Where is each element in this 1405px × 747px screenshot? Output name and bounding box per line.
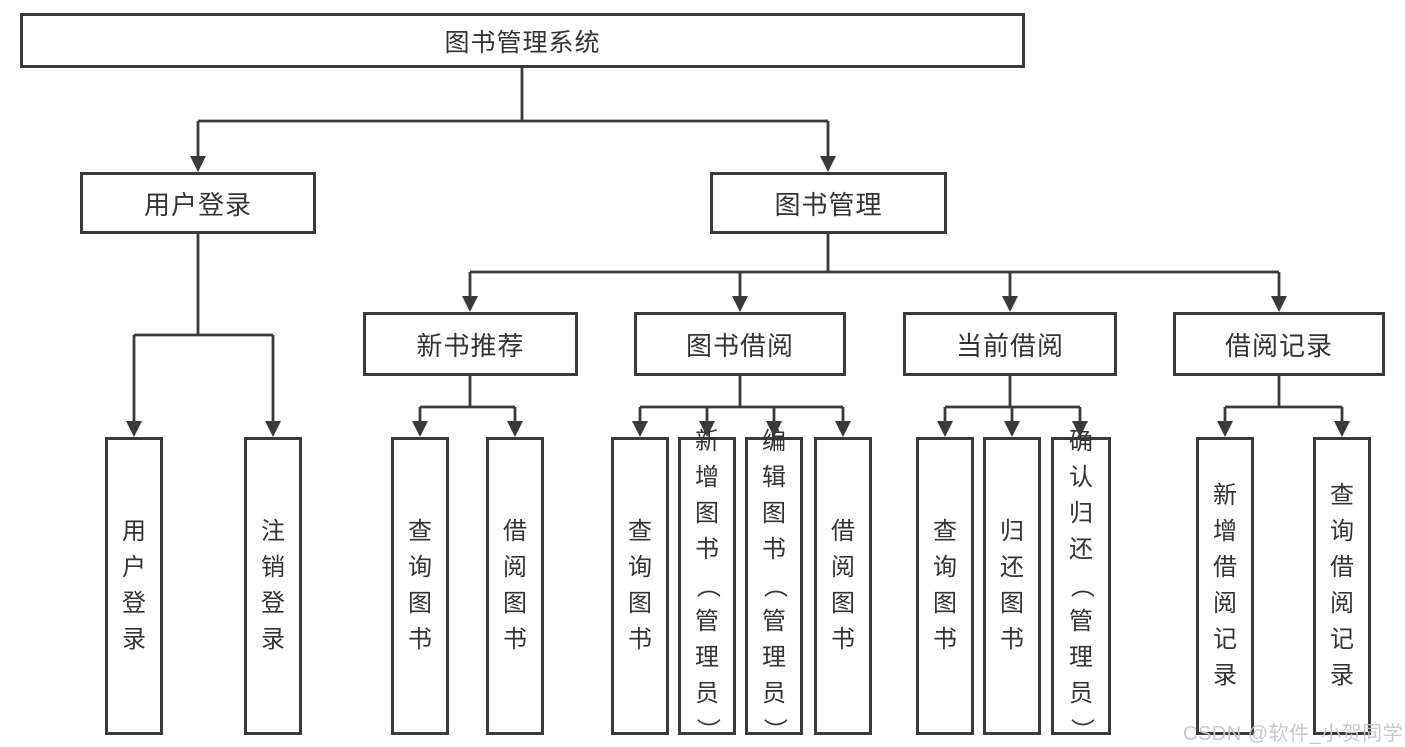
node-current-borrowing: 当前借阅: [903, 312, 1117, 376]
leaf-edit-book-admin: 编辑图书（管理员）: [745, 429, 803, 742]
connector-newbook-to-leaves: [418, 376, 517, 423]
node-book-management: 图书管理: [710, 172, 947, 234]
connector-records-to-leaves: [1223, 376, 1344, 423]
connector-bookborrow-to-leaves: [638, 376, 845, 423]
node-library-system: 图书管理系统: [20, 13, 1025, 68]
csdn-watermark: CSDN @软件_小贺同学: [1183, 723, 1404, 745]
leaf-add-borrow-record: 新增借阅记录: [1196, 437, 1254, 735]
leaf-query-books-current: 查询图书: [916, 437, 974, 735]
connector-root-to-level2: [196, 68, 830, 158]
leaf-query-borrow-record: 查询借阅记录: [1313, 437, 1371, 735]
leaf-query-books-borrowing: 查询图书: [611, 437, 669, 735]
leaf-user-login: 用户登录: [105, 437, 163, 735]
arrowhead-icons: [126, 156, 1350, 437]
leaf-logout: 注销登录: [244, 437, 302, 735]
node-borrowing-records: 借阅记录: [1173, 312, 1385, 376]
node-user-login: 用户登录: [80, 172, 316, 234]
leaf-confirm-return-admin: 确认归还（管理员）: [1051, 429, 1111, 742]
node-new-book-recommendation: 新书推荐: [363, 312, 578, 376]
connector-lines: [132, 68, 1344, 423]
leaf-borrow-books-recommend: 借阅图书: [486, 437, 544, 735]
leaf-borrow-books: 借阅图书: [814, 437, 872, 735]
connector-userlogin-to-leaves: [132, 234, 275, 423]
leaf-add-book-admin: 新增图书（管理员）: [678, 429, 736, 742]
connector-currentborrow-to-leaves: [943, 376, 1082, 423]
leaf-return-books: 归还图书: [983, 437, 1041, 735]
leaf-query-books-recommend: 查询图书: [391, 437, 449, 735]
connector-bookmgmt-to-level3: [468, 234, 1281, 298]
node-book-borrowing: 图书借阅: [634, 312, 846, 376]
